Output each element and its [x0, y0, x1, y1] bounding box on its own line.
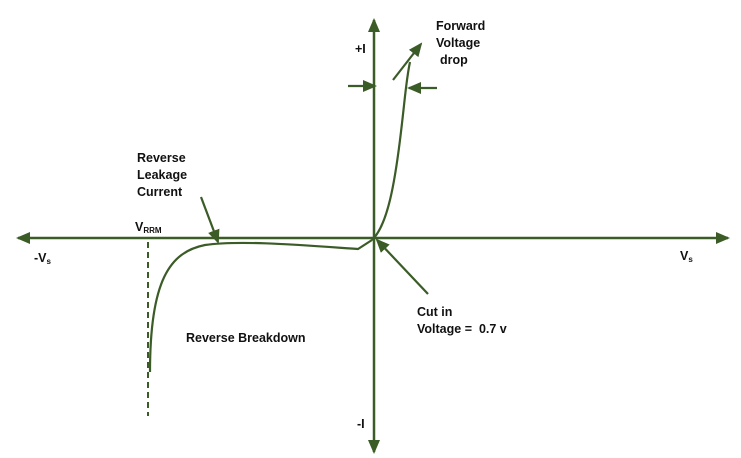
cut-in-arrow: [375, 238, 429, 295]
plus-i-label: +I: [355, 42, 366, 56]
cut-in-line1: Cut in: [417, 305, 453, 319]
forward-drop-line2: Voltage: [436, 36, 481, 50]
reverse-leakage-line2: Leakage: [137, 168, 188, 182]
neg-vs-text: -V: [34, 251, 47, 265]
reverse-leakage-line1: Reverse: [137, 151, 186, 165]
vs-text: V: [680, 249, 689, 263]
forward-drop-line1: Forward: [436, 19, 486, 33]
reverse-leakage-label: Reverse Leakage Current: [137, 150, 187, 201]
vs-sub: s: [688, 255, 693, 264]
cut-in-label: Cut in Voltage = 0.7 v: [417, 304, 507, 338]
reverse-breakdown-label: Reverse Breakdown: [186, 331, 306, 345]
forward-curve: [371, 61, 412, 241]
neg-vs-label: -Vs: [34, 250, 51, 270]
leakage-arrow: [199, 196, 220, 244]
vrrm-text: V: [135, 220, 144, 234]
cut-in-line2: Voltage = 0.7 v: [417, 322, 507, 336]
minus-i-label: -I: [357, 417, 365, 431]
reverse-curve: [148, 239, 373, 373]
vrrm-sub: RRM: [143, 226, 162, 235]
forward-drop-label: Forward Voltage drop: [436, 18, 485, 69]
neg-vs-sub: s: [46, 257, 51, 266]
vs-label: Vs: [680, 248, 693, 268]
vrrm-label: VRRM: [135, 219, 162, 239]
reverse-leakage-line3: Current: [137, 185, 183, 199]
forward-drop-arrow: [392, 42, 423, 81]
forward-drop-line3: drop: [440, 53, 468, 67]
